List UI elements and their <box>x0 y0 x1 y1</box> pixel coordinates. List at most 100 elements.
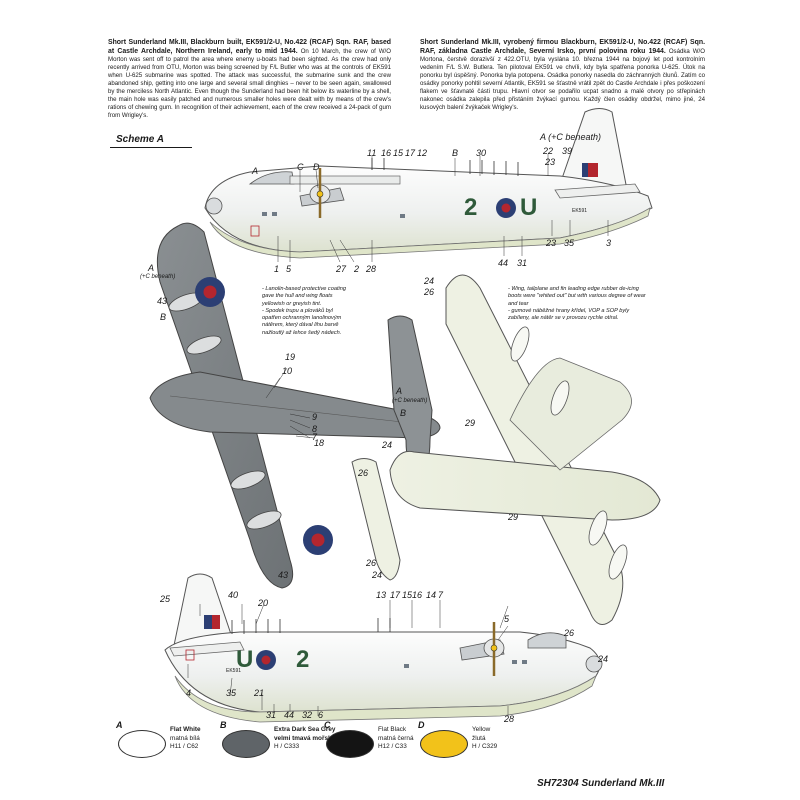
callout-lower-29b: 29 <box>508 512 519 522</box>
callout-upper-b: B <box>160 312 167 322</box>
callout-upper-9: 9 <box>312 412 318 422</box>
intro-body-en: On 10 March, the crew of W/O Morton was … <box>108 48 391 120</box>
callout-top-16: 16 <box>381 148 392 158</box>
callout-top-22: 22 <box>543 146 554 156</box>
callout-lower-26a: 26 <box>424 287 435 297</box>
note-deice-en: - Wing, tailplane and fin leading edge r… <box>508 286 646 307</box>
callout-lower-24c: 24 <box>372 570 383 580</box>
callout-top-5: 5 <box>286 264 292 274</box>
legend-letter-c: C <box>324 720 331 730</box>
callout-top-44: 44 <box>498 258 509 268</box>
note-deice: - Wing, tailplane and fin leading edge r… <box>508 286 650 322</box>
callout-top-31: 31 <box>517 258 528 268</box>
callout-bot-6: 6 <box>318 710 324 720</box>
legend-flat-white: A Flat White matná bílá H11 / C62 <box>116 720 258 780</box>
callout-top-a: A <box>252 166 259 176</box>
codes-bottom: U 2 <box>236 646 328 673</box>
scheme-label: Scheme A <box>116 134 164 145</box>
intro-text-cz: Short Sunderland Mk.III, vyrobený firmou… <box>420 38 705 112</box>
callout-upper-c-beneath: (+C beneath) <box>140 274 176 280</box>
legend-letter-b: B <box>220 720 227 730</box>
plan-view-lower <box>351 274 661 625</box>
callout-bot-15: 15 <box>402 590 413 600</box>
callout-top-23: 23 <box>545 157 556 167</box>
callout-upper-8: 8 <box>312 424 318 434</box>
intro-body-cz: Osádka W/O Mortona, čerstvě dorazivší z … <box>420 48 705 112</box>
callout-upper-43b: 43 <box>278 570 289 580</box>
callout-upper-43: 43 <box>157 296 168 306</box>
callout-lower-29a: 29 <box>465 418 476 428</box>
callout-top-27: 27 <box>336 264 347 274</box>
swatch-flat-black <box>326 730 374 758</box>
callout-upper-7: 7 <box>312 432 318 442</box>
legend-text-d: Yellow žlutá H / C329 <box>472 726 498 751</box>
callout-bot-4: 4 <box>186 688 192 698</box>
legend-text-a: Flat White matná bílá H11 / C62 <box>170 726 201 751</box>
callout-bot-21: 21 <box>254 688 265 698</box>
legend-extra-dark-sea-grey: B Extra Dark Sea Grey velmi tmavá mořská… <box>220 720 362 780</box>
callout-upper-18: 18 <box>314 438 325 448</box>
callout-upper-tail-b: B <box>400 408 407 418</box>
note-lanolin-cz: - Spodek trupu a plováků byl opatřen och… <box>262 307 342 336</box>
serial-bottom: EK591 <box>226 668 242 674</box>
callout-bot-25: 25 <box>160 594 171 604</box>
callout-bot-13: 13 <box>376 590 387 600</box>
callout-lower-26d: 26 <box>564 628 575 638</box>
note-lanolin-en: - Lanolin-based protective coating gave … <box>262 286 346 307</box>
callout-upper-tail-c: (+C beneath) <box>392 398 428 404</box>
fin-flash-bottom <box>204 615 212 629</box>
sheet-title: SH72304 Sunderland Mk.III <box>537 778 665 789</box>
scheme-divider <box>110 147 192 148</box>
callout-lower-24b: 24 <box>382 440 393 450</box>
intro-lead-cz: Short Sunderland Mk.III, vyrobený firmou… <box>420 39 705 56</box>
callout-top-2: 2 <box>354 264 360 274</box>
callout-bot-7: 7 <box>438 590 444 600</box>
callout-top-35: 35 <box>564 238 575 248</box>
callout-top-30: 30 <box>476 148 487 158</box>
callout-top-15: 15 <box>393 148 404 158</box>
side-view-starboard <box>164 573 603 723</box>
callout-lower-24d: 24 <box>598 654 609 664</box>
codes-top: 2 U <box>464 194 556 221</box>
serial-top: EK591 <box>572 208 588 214</box>
callout-top-28: 28 <box>366 264 377 274</box>
legend-yellow: D Yellow žlutá H / C329 <box>418 720 560 780</box>
leader-lines <box>187 154 609 716</box>
callout-top-c: C <box>297 162 304 172</box>
legend-text-c: Flat Black matná černá H12 / C33 <box>378 726 414 751</box>
callout-top-11: 11 <box>367 148 377 158</box>
callout-bot-14: 14 <box>426 590 437 600</box>
callout-bot-17: 17 <box>390 590 401 600</box>
swatch-flat-white <box>118 730 166 758</box>
legend-flat-black: C Flat Black matná černá H12 / C33 <box>324 720 466 780</box>
legend-text-b: Extra Dark Sea Grey velmi tmavá mořská š… <box>274 726 352 751</box>
legend-letter-a: A <box>116 720 123 730</box>
callout-bot-32: 32 <box>302 710 313 720</box>
intro-lead-en: Short Sunderland Mk.III, Blackburn built… <box>108 39 391 56</box>
swatch-extra-dark-sea-grey <box>222 730 270 758</box>
note-deice-cz: - gumové náběžné hrany křídel, VOP a SOP… <box>508 307 630 322</box>
callout-top-3: 3 <box>606 238 612 248</box>
callout-top-23b: 23 <box>546 238 557 248</box>
callout-bot-35: 35 <box>226 688 237 698</box>
side-view-port <box>204 108 653 259</box>
callout-upper-a: A <box>148 263 155 273</box>
callout-top-a-beneath: A (+C beneath) <box>540 132 601 142</box>
callout-top-17: 17 <box>405 148 416 158</box>
legend-letter-d: D <box>418 720 425 730</box>
callout-upper-19: 19 <box>285 352 296 362</box>
callout-top-1: 1 <box>274 264 280 274</box>
callout-top-12: 12 <box>417 148 428 158</box>
callout-lower-24a: 24 <box>424 276 435 286</box>
callout-bot-40: 40 <box>228 590 239 600</box>
plan-view-upper <box>149 222 441 589</box>
callout-bot-44: 44 <box>284 710 295 720</box>
callout-bot-28: 28 <box>504 714 515 724</box>
callout-bot-20: 20 <box>258 598 269 608</box>
callout-bot-5: 5 <box>504 614 510 624</box>
callout-bot-31: 31 <box>266 710 277 720</box>
callout-upper-10: 10 <box>282 366 293 376</box>
swatch-yellow <box>420 730 468 758</box>
callout-upper-tail-a: A <box>396 386 403 396</box>
